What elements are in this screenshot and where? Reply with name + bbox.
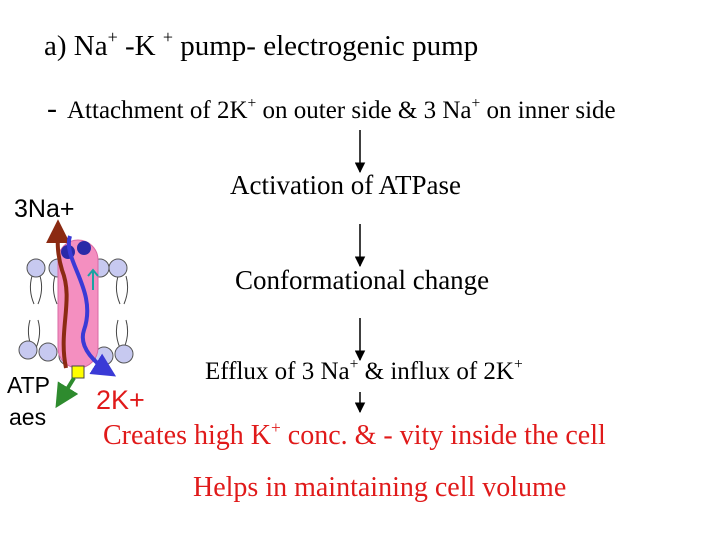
- atp-label: ATP: [7, 372, 51, 398]
- step-conformational: Conformational change: [235, 265, 490, 295]
- atp-box: [71, 365, 85, 379]
- teal-marker: [87, 268, 99, 290]
- result-line-2: Helps in maintaining cell volume: [193, 472, 567, 503]
- lipid-tails: [27, 275, 129, 349]
- na-label: 3Na+: [14, 195, 75, 223]
- page-title: a) Na+ -K + pump- electrogenic pump: [44, 27, 479, 62]
- k-label: 2K+: [96, 385, 145, 415]
- step-efflux: Efflux of 3 Na+ & influx of 2K+: [205, 355, 523, 385]
- result-line-1: Creates high K+ conc. & - vity inside th…: [103, 417, 606, 451]
- attachment-line: -Attachment of 2K+ on outer side & 3 Na+…: [47, 92, 616, 125]
- step-activation: Activation of ATPase: [230, 170, 461, 200]
- aes-label: aes: [9, 404, 47, 430]
- atp-arrow: [55, 376, 79, 409]
- na-path: [45, 219, 70, 369]
- k-path: [66, 235, 117, 377]
